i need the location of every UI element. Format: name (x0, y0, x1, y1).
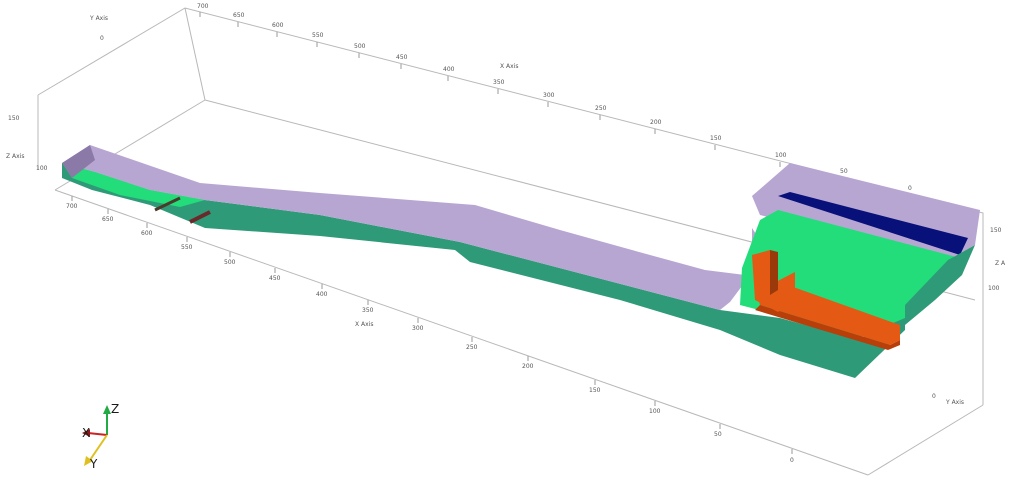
z-tick-label-right: 100 (988, 285, 1000, 292)
channel-floor-start[interactable] (62, 163, 205, 207)
front-tick-label: 650 (102, 216, 114, 223)
front-tick-label: 200 (522, 363, 534, 370)
front-tick-label: 600 (141, 230, 153, 237)
x-axis-title: X Axis (355, 321, 373, 328)
front-tick-label: 150 (589, 387, 601, 394)
z-tick-label-right: 150 (990, 227, 1002, 234)
top-tick-label: 700 (197, 3, 209, 10)
y-tick-label-right: 0 (932, 393, 936, 400)
front-tick-labels: 700 650 600 550 500 450 400 350 300 250 … (66, 203, 794, 464)
top-tick-label: 350 (493, 79, 505, 86)
top-tick-label: 400 (443, 66, 455, 73)
z-axis-title-right: Z A (995, 260, 1006, 267)
inlet-face[interactable] (62, 145, 95, 178)
front-tick-label: 250 (466, 344, 478, 351)
front-tick-label: 50 (714, 431, 722, 438)
axis-titles: X Axis X Axis Y Axis Y Axis Z Axis Z A (6, 15, 1006, 406)
top-tick-label: 300 (543, 92, 555, 99)
front-tick-label: 100 (649, 408, 661, 415)
front-tick-label: 300 (412, 325, 424, 332)
triad-y-label: Y (89, 457, 98, 471)
top-tick-label: 450 (396, 54, 408, 61)
reservoir-front-wall[interactable] (905, 245, 975, 325)
front-tick-label: 500 (224, 259, 236, 266)
channel-side-wall[interactable] (62, 163, 905, 378)
front-tick-label: 400 (316, 291, 328, 298)
top-tick-label: 150 (710, 135, 722, 142)
top-tick-label: 650 (233, 12, 245, 19)
y-tick-label-left: 0 (100, 35, 104, 42)
top-tick-label: 600 (272, 22, 284, 29)
front-tick-label: 700 (66, 203, 78, 210)
front-tick-label: 350 (362, 307, 374, 314)
y-axis-title: Y Axis (89, 15, 108, 22)
triad-x-label: X (82, 426, 90, 440)
front-tick-label: 450 (269, 275, 281, 282)
top-tick-labels: 700 650 600 550 500 450 400 350 300 250 … (197, 3, 912, 192)
top-tick-label: 200 (650, 119, 662, 126)
top-tick-label: 550 (312, 32, 324, 39)
front-ruler (71, 196, 793, 454)
x-axis-title-top: X Axis (500, 63, 518, 70)
reservoir-dark-band[interactable] (778, 192, 968, 255)
inlet-band-2 (189, 210, 211, 224)
z-tick-label-left: 150 (8, 115, 20, 122)
channel-lid[interactable] (62, 145, 760, 310)
top-tick-label: 250 (595, 105, 607, 112)
z-axis-title: Z Axis (6, 153, 24, 160)
front-tick-label: 0 (790, 457, 794, 464)
orientation-triad-icon: Z X Y (82, 402, 119, 471)
top-tick-label: 50 (840, 168, 848, 175)
top-tick-label: 100 (775, 152, 787, 159)
top-tick-label: 500 (354, 43, 366, 50)
top-tick-label: 0 (908, 185, 912, 192)
side-tick-labels: 150 100 150 100 0 0 (8, 35, 1002, 400)
channel-body[interactable] (62, 145, 980, 378)
culvert-pipe-shade[interactable] (755, 305, 900, 350)
inlet-band-1 (154, 196, 181, 212)
front-tick-label: 550 (181, 244, 193, 251)
y-axis-title-right: Y Axis (945, 399, 964, 406)
gate-frame[interactable] (752, 250, 795, 312)
triad-z-label: Z (111, 402, 119, 416)
gate-frame-shade[interactable] (770, 250, 778, 295)
z-tick-label-left: 100 (36, 165, 48, 172)
